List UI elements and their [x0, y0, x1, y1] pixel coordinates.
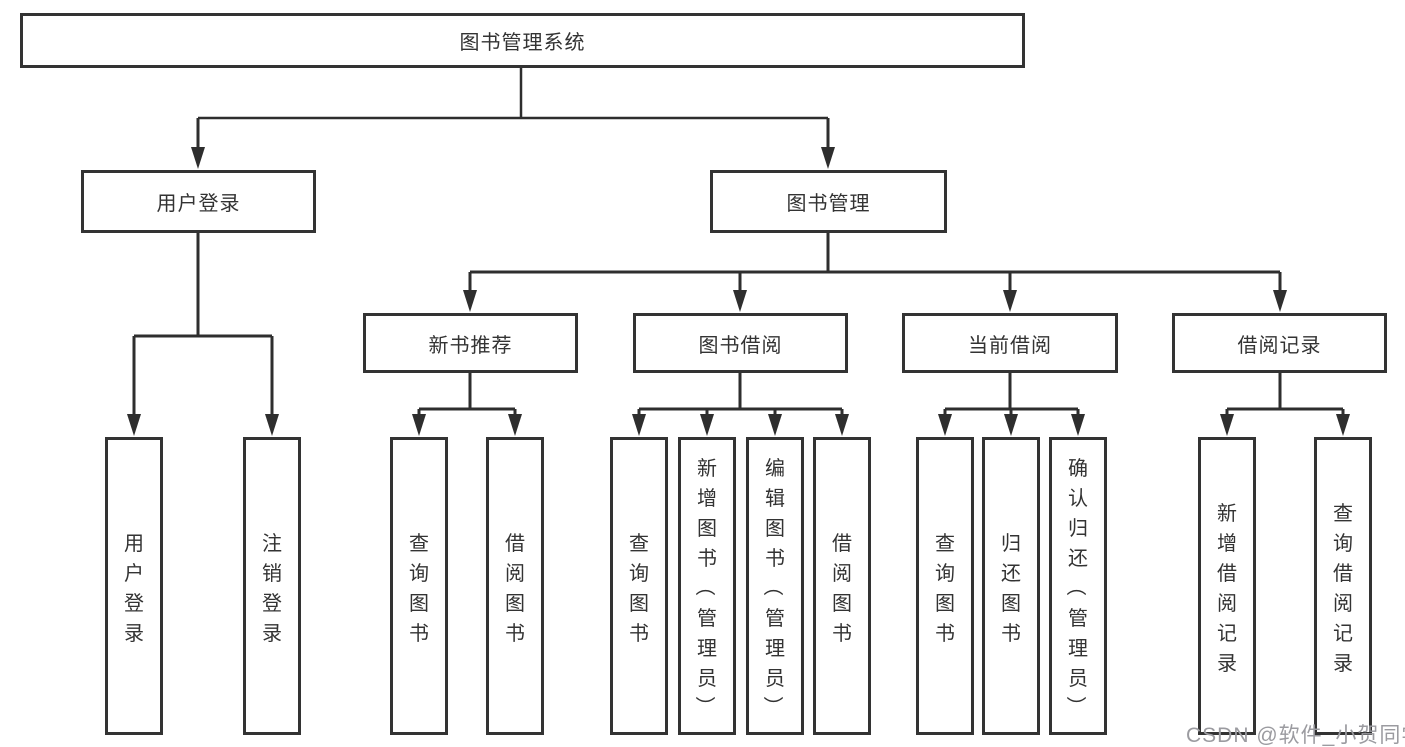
node-borrow-books-1-label: 借阅图书 — [505, 532, 525, 645]
watermark: CSDN @软件_小贺同学 — [1186, 724, 1405, 747]
node-add-books-admin: 新增图书（管理员） — [678, 437, 736, 735]
node-borrowing-records: 借阅记录 — [1172, 313, 1387, 373]
node-current-borrowing: 当前借阅 — [902, 313, 1118, 373]
node-logout: 注销登录 — [243, 437, 301, 735]
node-add-borrow-record-label: 新增借阅记录 — [1217, 502, 1237, 675]
node-root-label: 图书管理系统 — [459, 32, 586, 54]
node-edit-books-admin-label: 编辑图书（管理员） — [761, 457, 786, 717]
node-book-management: 图书管理 — [710, 170, 947, 233]
node-query-borrow-record-label: 查询借阅记录 — [1333, 502, 1353, 675]
node-borrow-books-2: 借阅图书 — [813, 437, 871, 735]
node-query-borrow-record: 查询借阅记录 — [1314, 437, 1372, 735]
node-add-books-admin-label: 新增图书（管理员） — [693, 457, 718, 717]
node-book-management-label: 图书管理 — [786, 193, 871, 215]
connector-book-management — [463, 233, 1287, 312]
node-book-borrowing: 图书借阅 — [633, 313, 848, 373]
node-logout-label: 注销登录 — [262, 532, 282, 645]
node-return-books: 归还图书 — [982, 437, 1040, 735]
node-user-login-label: 用户登录 — [156, 193, 241, 215]
connector-current-borrowing — [938, 373, 1085, 436]
node-query-books-2: 查询图书 — [610, 437, 668, 735]
node-query-books-1-label: 查询图书 — [409, 532, 429, 645]
node-book-borrowing-label: 图书借阅 — [698, 334, 783, 357]
node-user-login: 用户登录 — [81, 170, 316, 233]
connector-book-borrowing — [632, 373, 849, 436]
node-confirm-return-admin-label: 确认归还（管理员） — [1064, 457, 1089, 717]
node-query-books-2-label: 查询图书 — [629, 532, 649, 645]
node-query-books-3-label: 查询图书 — [935, 532, 955, 645]
node-borrow-books-2-label: 借阅图书 — [832, 532, 852, 645]
connector-user-login — [127, 233, 279, 436]
node-root: 图书管理系统 — [20, 13, 1025, 68]
node-return-books-label: 归还图书 — [1001, 532, 1021, 645]
node-user-login-action: 用户登录 — [105, 437, 163, 735]
connector-borrowing-records — [1220, 373, 1350, 436]
node-query-books-1: 查询图书 — [390, 437, 448, 735]
node-borrow-books-1: 借阅图书 — [486, 437, 544, 735]
node-current-borrowing-label: 当前借阅 — [968, 334, 1052, 357]
node-edit-books-admin: 编辑图书（管理员） — [746, 437, 804, 735]
node-borrowing-records-label: 借阅记录 — [1237, 334, 1322, 357]
node-new-book-recommendation-label: 新书推荐 — [428, 334, 513, 357]
node-confirm-return-admin: 确认归还（管理员） — [1049, 437, 1107, 735]
connector-root — [191, 68, 835, 169]
node-add-borrow-record: 新增借阅记录 — [1198, 437, 1256, 735]
node-query-books-3: 查询图书 — [916, 437, 974, 735]
node-new-book-recommendation: 新书推荐 — [363, 313, 578, 373]
connector-new-book-recommendation — [412, 373, 522, 436]
node-user-login-action-label: 用户登录 — [124, 532, 144, 645]
